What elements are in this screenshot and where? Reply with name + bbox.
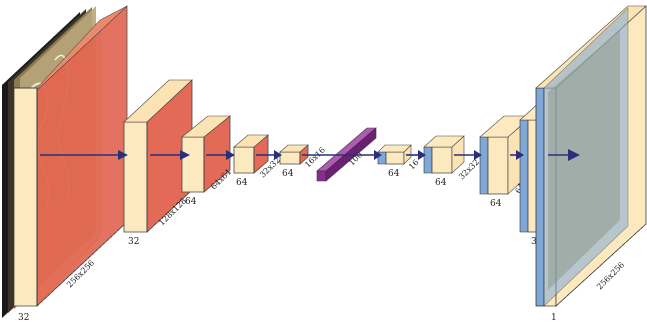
enc1-channels-label: 32 [18, 313, 29, 323]
encoder-block-3: 64 64x64 [181, 115, 233, 207]
enc3-channels-label: 64 [185, 197, 197, 207]
output-block: 1 256x256 [535, 5, 647, 323]
dec3-channels-label: 64 [490, 199, 502, 209]
encoder-block-2: 32 128x128 [123, 79, 193, 247]
flow-arrows [40, 149, 580, 161]
out-channels-label: 1 [551, 313, 557, 323]
enc2-channels-label: 32 [128, 237, 139, 247]
encoder-block-1: 32 256x256 [13, 5, 128, 323]
enc4-channels-label: 64 [236, 178, 248, 188]
decoder-block-1: 64 16 [377, 144, 421, 179]
enc5-channels-label: 64 [282, 169, 294, 179]
dec2-channels-label: 64 [435, 178, 447, 188]
dec1-channels-label: 64 [388, 169, 400, 179]
decoder-block-2: 64 32x32 [423, 135, 481, 188]
dec1-size-label: 16 [407, 158, 421, 172]
encoder-block-4: 64 32x32 [233, 134, 282, 188]
